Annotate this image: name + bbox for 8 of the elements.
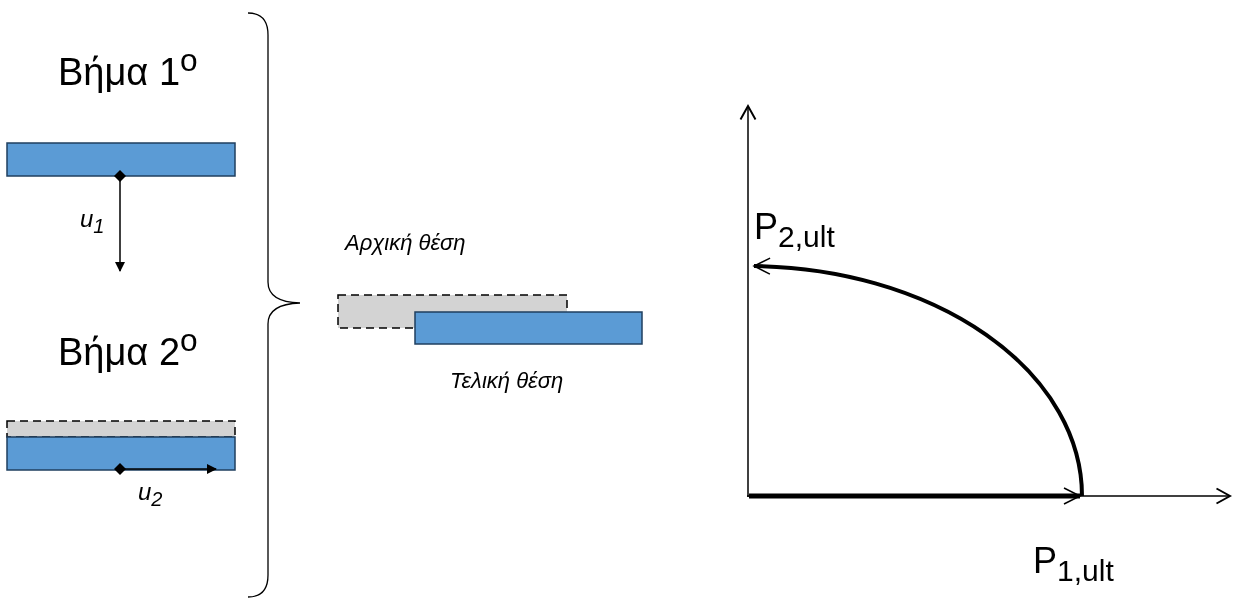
position-label: Τελική θέση [450, 368, 564, 394]
step-heading: Βήμα 1$^{ο}$ [58, 42, 198, 95]
axis-value-label: P$_{2,ult}$ [754, 206, 835, 255]
step-heading: Βήμα 2$^{ο}$ [58, 322, 198, 375]
position-label: Αρχική θέση [345, 230, 466, 256]
displacement-label: u$_{2}$ [138, 478, 163, 511]
displacement-label: u$_{1}$ [80, 205, 105, 238]
axis-value-label: P$_{1,ult}$ [1033, 540, 1114, 589]
